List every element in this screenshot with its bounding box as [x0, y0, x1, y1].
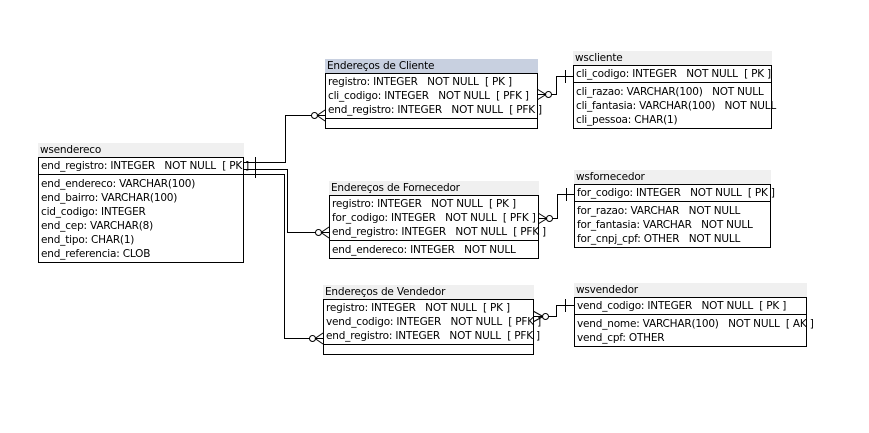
key-attribute[interactable]: end_registro: INTEGER NOT NULL [ PFK ]: [332, 226, 546, 238]
key-attribute[interactable]: end_registro: INTEGER NOT NULL [ PFK ]: [328, 104, 542, 116]
attribute[interactable]: end_referencia: CLOB: [41, 248, 151, 260]
attribute[interactable]: end_bairro: VARCHAR(100): [41, 192, 178, 204]
entity-body: vend_codigo: INTEGER NOT NULL [ PK ] vend…: [574, 297, 814, 347]
attribute[interactable]: cli_fantasia: VARCHAR(100) NOT NULL: [576, 100, 777, 112]
entity-body: for_codigo: INTEGER NOT NULL [ PK ] for_r…: [574, 184, 775, 248]
primary-key-section: registro: INTEGER NOT NULL [ PK ] vend_co…: [324, 300, 541, 345]
entity-body: end_registro: INTEGER NOT NULL [ PK ] end…: [38, 157, 250, 263]
attribute-section: [326, 119, 537, 128]
crowfoot-icon: [316, 109, 326, 116]
entity-title[interactable]: wsfornecedor: [574, 170, 771, 184]
zero-mark-icon: [542, 313, 549, 320]
zero-mark-icon: [545, 91, 552, 98]
attribute[interactable]: end_endereco: INTEGER NOT NULL: [332, 244, 516, 256]
zero-mark-icon: [546, 215, 553, 222]
primary-key-section: vend_codigo: INTEGER NOT NULL [ PK ]: [575, 298, 806, 315]
attribute[interactable]: vend_cpf: OTHER: [577, 332, 665, 344]
key-attribute[interactable]: registro: INTEGER NOT NULL [ PK ]: [326, 302, 510, 314]
key-attribute[interactable]: cli_codigo: INTEGER NOT NULL [ PK ]: [576, 68, 771, 80]
zero-mark-icon: [309, 335, 316, 342]
attribute-section: [324, 345, 533, 354]
empty-attribute-section: [326, 347, 533, 353]
rel-wsvendedor-end-vendedor[interactable]: [532, 299, 574, 323]
entity-title[interactable]: wsvendedor: [574, 283, 807, 297]
key-attribute[interactable]: vend_codigo: INTEGER NOT NULL [ PFK ]: [326, 316, 541, 328]
key-attribute[interactable]: for_codigo: INTEGER NOT NULL [ PK ]: [577, 187, 775, 199]
primary-key-section: registro: INTEGER NOT NULL [ PK ] cli_cod…: [326, 74, 542, 119]
entity-body: cli_codigo: INTEGER NOT NULL [ PK ] cli_r…: [573, 65, 777, 129]
key-attribute[interactable]: cli_codigo: INTEGER NOT NULL [ PFK ]: [328, 90, 529, 102]
attribute[interactable]: end_cep: VARCHAR(8): [41, 220, 154, 232]
entity-body: registro: INTEGER NOT NULL [ PK ] vend_co…: [323, 299, 541, 355]
crowfoot-icon: [314, 332, 324, 339]
primary-key-section: end_registro: INTEGER NOT NULL [ PK ]: [39, 158, 250, 175]
crowfoot-icon: [532, 310, 544, 317]
attribute[interactable]: for_razao: VARCHAR NOT NULL: [577, 205, 741, 217]
rel-wsendereco-end-vendedor[interactable]: [243, 174, 324, 345]
attribute[interactable]: cli_razao: VARCHAR(100) NOT NULL: [576, 86, 764, 98]
rel-wsfornecedor-end-fornecedor[interactable]: [537, 188, 574, 225]
attribute[interactable]: end_endereco: VARCHAR(100): [41, 178, 196, 190]
attribute-section: cli_razao: VARCHAR(100) NOT NULL cli_fant…: [574, 83, 777, 128]
attribute-section: end_endereco: VARCHAR(100) end_bairro: VA…: [39, 175, 243, 262]
primary-key-section: cli_codigo: INTEGER NOT NULL [ PK ]: [574, 66, 771, 83]
empty-attribute-section: [328, 121, 537, 127]
primary-key-section: registro: INTEGER NOT NULL [ PK ] for_cod…: [330, 196, 546, 241]
attribute[interactable]: cli_pessoa: CHAR(1): [576, 114, 678, 126]
entity-title[interactable]: wsendereco: [38, 143, 244, 157]
zero-mark-icon: [311, 112, 318, 119]
key-attribute[interactable]: end_registro: INTEGER NOT NULL [ PK ]: [41, 160, 250, 172]
attribute-section: end_endereco: INTEGER NOT NULL: [330, 241, 538, 258]
entity-title[interactable]: Endereços de Vendedor: [323, 285, 534, 299]
entity-body: registro: INTEGER NOT NULL [ PK ] cli_cod…: [325, 73, 542, 129]
attribute[interactable]: cid_codigo: INTEGER: [41, 206, 146, 218]
attribute-section: vend_nome: VARCHAR(100) NOT NULL [ AK ] v…: [575, 315, 814, 346]
entity-title[interactable]: Endereços de Fornecedor: [329, 181, 539, 195]
crowfoot-icon: [320, 226, 330, 233]
zero-mark-icon: [315, 229, 322, 236]
entity-body: registro: INTEGER NOT NULL [ PK ] for_cod…: [329, 195, 546, 259]
primary-key-section: for_codigo: INTEGER NOT NULL [ PK ]: [575, 185, 775, 202]
entity-title[interactable]: Endereços de Cliente: [325, 59, 538, 73]
rel-wsendereco-end-fornecedor[interactable]: [243, 169, 330, 239]
attribute[interactable]: for_cnpj_cpf: OTHER NOT NULL: [577, 233, 741, 245]
key-attribute[interactable]: registro: INTEGER NOT NULL [ PK ]: [332, 198, 516, 210]
key-attribute[interactable]: vend_codigo: INTEGER NOT NULL [ PK ]: [577, 300, 787, 312]
key-attribute[interactable]: for_codigo: INTEGER NOT NULL [ PFK ]: [332, 212, 536, 224]
key-attribute[interactable]: end_registro: INTEGER NOT NULL [ PFK ]: [326, 330, 540, 342]
rel-wsendereco-end-cliente[interactable]: [243, 109, 326, 178]
entity-title[interactable]: wscliente: [573, 51, 772, 65]
attribute[interactable]: for_fantasia: VARCHAR NOT NULL: [577, 219, 753, 231]
key-attribute[interactable]: registro: INTEGER NOT NULL [ PK ]: [328, 76, 512, 88]
attribute[interactable]: end_tipo: CHAR(1): [41, 234, 135, 246]
crowfoot-icon: [537, 212, 548, 219]
crowfoot-icon: [536, 88, 547, 95]
attribute-section: for_razao: VARCHAR NOT NULL for_fantasia:…: [575, 202, 770, 247]
attribute[interactable]: vend_nome: VARCHAR(100) NOT NULL [ AK ]: [577, 318, 814, 330]
rel-wscliente-end-cliente[interactable]: [536, 70, 573, 101]
